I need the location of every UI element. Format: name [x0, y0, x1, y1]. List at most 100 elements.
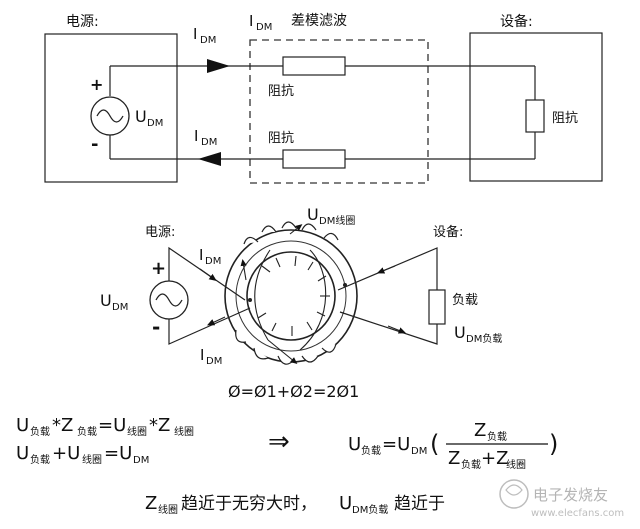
res-close-paren: ): [549, 430, 558, 458]
choke-plus-sign: +: [151, 258, 166, 279]
choke-source-label: 电源:: [145, 225, 175, 240]
filter-impedance-top: [282, 56, 346, 76]
device-box: [469, 32, 603, 182]
conclusion-u: U: [339, 493, 352, 514]
filter-current-big: I: [249, 12, 253, 30]
load-label: 负载: [452, 293, 478, 308]
load-voltage-big: U: [454, 323, 466, 342]
impedance-top-label: 阻抗: [268, 84, 294, 99]
load-arrow-bottom-icon: [387, 325, 407, 334]
plus-sign: +: [90, 75, 103, 94]
dm-filter-box: [249, 39, 429, 184]
winding-lead-2: [299, 249, 327, 351]
winding-arrow-2: [289, 224, 303, 235]
res-den-plus-z: +Z: [481, 448, 508, 469]
res-num-z: Z: [474, 420, 486, 441]
current-arrow-left-icon: [198, 152, 221, 166]
source-lead-top: [168, 246, 246, 301]
flux-equation: Ø=Ø1+Ø2=2Ø1: [228, 382, 359, 401]
choke-minus-sign: -: [152, 315, 160, 339]
power-source-label: 电源:: [66, 14, 99, 30]
eq1-part-star-z: *Z: [149, 415, 170, 436]
flux-loop: [235, 240, 347, 352]
device-label: 设备:: [500, 13, 533, 30]
choke-current-top-sub: DM: [205, 256, 221, 267]
res-den-sub: 负载: [461, 458, 481, 471]
filter-impedance-bottom: [282, 149, 346, 169]
toroid-inner: [246, 251, 336, 341]
minus-sign: -: [91, 134, 98, 155]
choke-current-bottom-big: I: [200, 346, 204, 364]
res-open-paren: (: [430, 430, 439, 458]
winding-arrow-1: [267, 339, 298, 364]
dot-marker-1: [248, 298, 252, 302]
eq1-sub-2: 负载: [77, 425, 97, 438]
res-dm: DM: [411, 446, 427, 457]
load-lead-top: [337, 247, 438, 291]
watermark-logo-mark-icon: [505, 484, 523, 496]
impedance-bottom-label: 阻抗: [268, 131, 294, 146]
watermark-url: www.elecfans.com: [531, 508, 624, 519]
coil-voltage-sub: DM线圈: [319, 214, 355, 227]
sine-wave-icon: [96, 109, 124, 123]
eq1-part-eq: =U: [98, 415, 126, 436]
eq2-part-u: U: [16, 443, 29, 464]
choke-current-arrow-bottom-icon: [206, 316, 226, 326]
eq2-sub-3: DM: [133, 455, 149, 466]
conclusion-z: Z: [145, 493, 157, 514]
choke-sine-wave-icon: [155, 293, 183, 307]
conclusion-u-sub: DM负载: [352, 503, 388, 516]
watermark: 电子发烧友 www.elecfans.com: [499, 479, 624, 519]
eq2-sub-1: 负载: [30, 453, 50, 466]
coil-voltage-big: U: [307, 205, 319, 224]
watermark-logo-icon: [499, 479, 529, 509]
power-source-box: [44, 33, 178, 183]
eq2-sub-2: 线圈: [82, 453, 102, 466]
load-voltage-sub: DM负载: [466, 332, 502, 345]
conclusion: Z 线圈 趋近于无穷大时， U DM负载 趋近于: [145, 493, 445, 516]
eq2-part-plus-u: +U: [52, 443, 80, 464]
conclusion-text-1: 趋近于无穷大时，: [181, 494, 317, 514]
choke-device-label: 设备:: [433, 224, 463, 240]
eq1-sub-3: 线圈: [127, 425, 147, 438]
winding-lead-1: [254, 249, 271, 341]
watermark-text: 电子发烧友: [533, 486, 608, 504]
res-den-sub2: 线圈: [506, 458, 526, 471]
eq1-part-mid: *Z: [52, 415, 73, 436]
equations: U 负载 *Z 负载 =U 线圈 *Z 线圈 U 负载 +U 线圈 =U DM …: [16, 415, 558, 471]
res-eq: =U: [382, 434, 410, 455]
choke-current-top-big: I: [199, 246, 203, 264]
source-voltage-big: U: [135, 107, 147, 126]
res-den-z: Z: [448, 448, 460, 469]
source-voltage-sub: DM: [147, 118, 163, 129]
current-arrow-right-icon: [207, 59, 230, 73]
top-circuit: 电源: I DM 差模滤波 设备: I DM 阻抗 + - U DM I DM …: [44, 12, 603, 184]
eq1-sub-4: 线圈: [174, 425, 194, 438]
eq2-part-eq: =U: [104, 443, 132, 464]
eq1-sub-1: 负载: [30, 425, 50, 438]
res-num-sub: 负载: [487, 430, 507, 443]
conclusion-z-sub: 线圈: [158, 503, 178, 516]
load-resistor: [428, 289, 446, 325]
bottom-current-big: I: [194, 127, 198, 145]
load-arrow-top-icon: [376, 265, 396, 274]
top-current-big: I: [193, 25, 197, 43]
choke-current-bottom-sub: DM: [206, 356, 222, 367]
choke-current-arrow-top-icon: [199, 268, 217, 281]
top-current-sub: DM: [200, 35, 216, 46]
res-sub: 负载: [361, 444, 381, 457]
source-lead-bottom: [168, 307, 251, 345]
device-impedance: [525, 99, 545, 133]
choke-voltage-big: U: [100, 291, 112, 310]
implies-arrow-icon: ⇒: [268, 427, 290, 457]
flux-arrow-icon: [240, 258, 247, 281]
eq1-part-u: U: [16, 415, 29, 436]
bottom-current-sub: DM: [201, 137, 217, 148]
filter-label: 差模滤波: [291, 13, 347, 29]
choke-voltage-sub: DM: [112, 302, 128, 313]
conclusion-text-2: 趋近于: [394, 494, 445, 514]
load-lead-bottom: [339, 311, 438, 345]
filter-current-sub: DM: [256, 22, 272, 33]
